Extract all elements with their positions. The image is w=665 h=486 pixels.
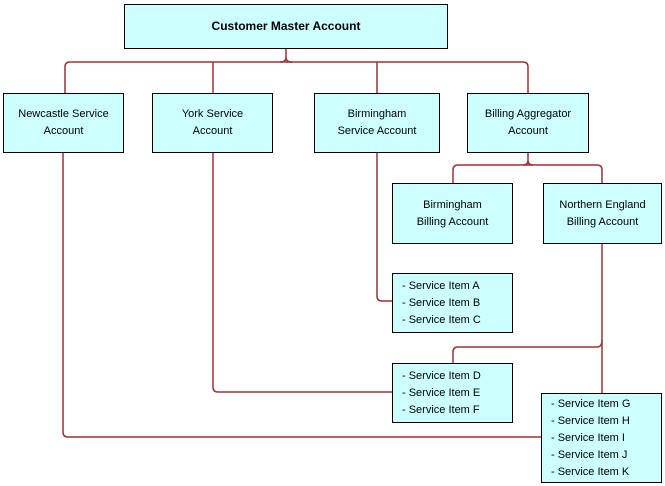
service-item: - Service Item D (402, 369, 481, 382)
node-service-items-ghk: - Service Item G - Service Item H - Serv… (541, 393, 662, 483)
service-item: - Service Item G (551, 397, 631, 410)
node-label: Billing Aggregator (484, 108, 572, 120)
node-birmingham-service-account: Birmingham Service Account (314, 93, 440, 153)
node-label: Birmingham (423, 198, 482, 211)
service-item: - Service Item I (551, 431, 625, 444)
edge-york-to-items-def (212, 153, 392, 393)
node-york-service-account: York Service Account (152, 93, 273, 153)
service-item: - Service Item K (551, 465, 630, 478)
node-service-items-def: - Service Item D - Service Item E - Serv… (392, 363, 513, 423)
node-billing-aggregator-account: Billing Aggregator Account (467, 93, 589, 153)
edge-newcastle-to-items-ghk (62, 153, 541, 438)
node-label: Account (508, 125, 548, 137)
edge-northern-england-to-items-def-branch (452, 339, 603, 363)
service-item: - Service Item H (551, 414, 630, 427)
node-service-items-abc: - Service Item A - Service Item B - Serv… (392, 273, 513, 333)
node-birmingham-billing-account: Birmingham Billing Account (392, 183, 513, 244)
edge-master-children-bracket (64, 61, 529, 93)
node-label: York Service (181, 108, 244, 120)
service-item: - Service Item C (402, 313, 481, 326)
node-label: Newcastle Service (18, 108, 109, 120)
edge-aggregator-stub-fork (522, 153, 534, 166)
node-northern-england-billing-account: Northern England Billing Account (543, 183, 662, 244)
service-item: - Service Item A (402, 279, 480, 292)
node-label: Service Account (337, 125, 417, 137)
edge-aggregator-children-bracket (452, 164, 603, 183)
node-label: Northern England (559, 198, 646, 211)
node-label: Customer Master Account (211, 19, 361, 33)
node-label: Billing Account (416, 215, 489, 228)
service-item: - Service Item B (402, 296, 481, 309)
node-label: Birmingham (347, 108, 407, 120)
node-newcastle-service-account: Newcastle Service Account (3, 93, 124, 153)
service-item: - Service Item F (402, 403, 480, 416)
node-label: Account (43, 125, 84, 137)
edge-birmingham-service-to-items-abc (376, 153, 392, 302)
edge-master-stub-fork (280, 49, 292, 63)
node-label: Billing Account (566, 215, 639, 228)
service-item: - Service Item E (402, 386, 481, 399)
service-item: - Service Item J (551, 448, 628, 461)
node-customer-master-account: Customer Master Account (124, 4, 448, 49)
node-label: Account (192, 125, 233, 137)
